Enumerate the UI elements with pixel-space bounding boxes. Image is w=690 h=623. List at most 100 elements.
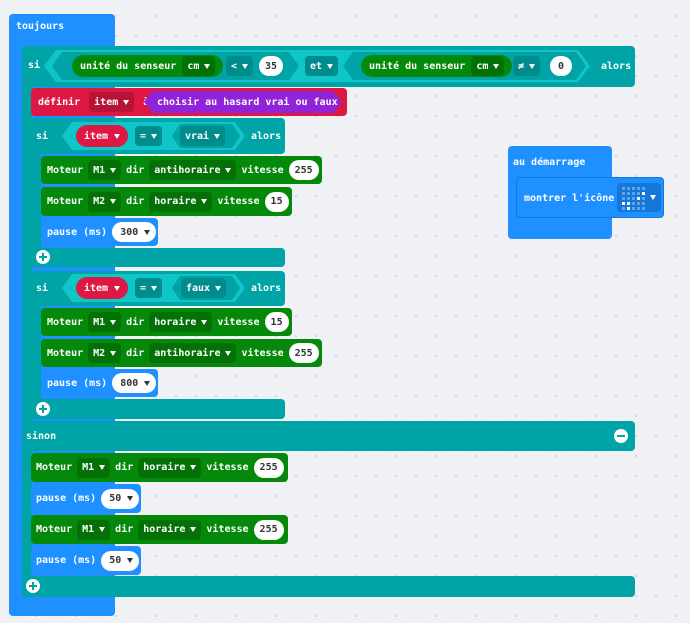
motor-dropdown[interactable]: M1 <box>88 160 122 180</box>
speed-label: vitesse <box>206 462 249 473</box>
direction-dropdown[interactable]: horaire <box>138 457 202 478</box>
direction-value: horaire <box>143 524 186 535</box>
speed-label: vitesse <box>241 347 284 359</box>
motor-block[interactable]: Moteur M1 dir antihoraire vitesse 255 <box>41 156 322 184</box>
motor-block[interactable]: Moteur M2 dir horaire vitesse 15 <box>41 187 292 216</box>
remove-else-icon[interactable] <box>614 429 628 443</box>
if-false-footer <box>31 399 285 419</box>
speed-label: vitesse <box>241 164 284 176</box>
motor-block[interactable]: Moteur M2 dir antihoraire vitesse 255 <box>41 339 322 367</box>
add-elseif-button[interactable] <box>26 579 40 593</box>
else-bar[interactable]: sinon <box>22 421 635 451</box>
pause-block[interactable]: pause (ms) 800 <box>41 369 158 397</box>
motor-dropdown[interactable]: M1 <box>88 312 122 332</box>
unit-value: cm <box>187 60 200 72</box>
chevron-down-icon <box>99 527 106 532</box>
add-else-button[interactable] <box>36 402 50 416</box>
sensor-label: unité du senseur <box>369 60 466 72</box>
chevron-down-icon <box>127 558 134 563</box>
if-block-footer <box>22 576 635 597</box>
number-input[interactable]: 35 <box>259 56 284 76</box>
chevron-down-icon <box>110 350 117 356</box>
set-keyword: définir <box>38 96 81 108</box>
variable-item[interactable]: item <box>76 125 129 147</box>
operator-dropdown[interactable]: < <box>226 56 254 76</box>
chevron-down-icon <box>110 199 117 204</box>
operator-dropdown[interactable]: ≠ <box>513 56 541 76</box>
operator-value: < <box>231 60 238 72</box>
speed-input[interactable]: 255 <box>288 160 319 180</box>
chevron-down-icon <box>99 465 106 470</box>
direction-dropdown[interactable]: horaire <box>149 312 213 332</box>
pause-duration-dropdown[interactable]: 50 <box>101 550 140 571</box>
motor-dropdown[interactable]: M1 <box>77 519 111 540</box>
unit-dropdown[interactable]: cm <box>471 56 505 76</box>
show-icon-block[interactable]: montrer l'icône <box>516 177 664 218</box>
direction-dropdown[interactable]: horaire <box>149 191 213 212</box>
motor-value: M1 <box>82 462 95 473</box>
pause-value: 50 <box>109 493 122 504</box>
pause-duration-dropdown[interactable]: 50 <box>101 488 140 509</box>
speed-input[interactable]: 255 <box>253 519 284 540</box>
logic-dropdown[interactable]: et <box>305 56 339 76</box>
else-keyword: sinon <box>26 431 57 442</box>
operator-value: = <box>140 282 147 294</box>
motor-block[interactable]: Moteur M1 dir horaire vitesse 255 <box>31 453 288 482</box>
motor-label: Moteur <box>47 164 84 176</box>
chevron-down-icon <box>151 133 158 139</box>
unit-dropdown[interactable]: cm <box>182 56 216 76</box>
boolean-dropdown[interactable]: vrai <box>180 126 226 146</box>
variable-name: item <box>94 96 119 108</box>
speed-input[interactable]: 15 <box>264 312 289 332</box>
motor-label: Moteur <box>47 196 84 207</box>
speed-input[interactable]: 255 <box>253 457 284 478</box>
direction-dropdown[interactable]: antihoraire <box>149 160 237 180</box>
sensor-block-2[interactable]: unité du senseur cm <box>361 55 513 77</box>
pick-random-label: choisir au hasard vrai ou faux <box>157 96 338 108</box>
direction-dropdown[interactable]: horaire <box>138 519 202 540</box>
motor-label: Moteur <box>36 462 73 473</box>
if-keyword: si <box>28 60 41 71</box>
boolean-value: vrai <box>185 130 210 142</box>
pause-block[interactable]: pause (ms) 50 <box>31 484 141 513</box>
pause-duration-dropdown[interactable]: 800 <box>112 373 157 393</box>
direction-dropdown[interactable]: antihoraire <box>149 343 237 363</box>
pause-duration-dropdown[interactable]: 300 <box>112 222 157 242</box>
variable-dropdown[interactable]: item <box>89 92 135 112</box>
chevron-down-icon <box>144 229 151 235</box>
pick-random-boolean-block[interactable]: choisir au hasard vrai ou faux <box>144 91 342 113</box>
speed-input[interactable]: 15 <box>264 191 289 212</box>
motor-label: Moteur <box>47 316 84 328</box>
operator-dropdown[interactable]: = <box>135 278 163 298</box>
plus-icon <box>26 579 40 593</box>
speed-input[interactable]: 255 <box>288 343 319 363</box>
motor-dropdown[interactable]: M2 <box>88 191 122 212</box>
variable-item[interactable]: item <box>76 277 129 299</box>
icon-picker-dropdown[interactable] <box>617 183 661 212</box>
sensor-block-1[interactable]: unité du senseur cm <box>72 55 224 77</box>
add-else-button[interactable] <box>36 250 50 264</box>
yes-check-icon <box>622 187 645 210</box>
motor-dropdown[interactable]: M1 <box>77 457 111 478</box>
pause-block[interactable]: pause (ms) 50 <box>31 546 141 575</box>
number-input[interactable]: 0 <box>550 56 572 76</box>
chevron-down-icon <box>110 167 117 173</box>
pause-label: pause (ms) <box>47 377 108 389</box>
if-keyword: si <box>36 131 49 142</box>
pause-block[interactable]: pause (ms) 300 <box>41 218 158 246</box>
chevron-down-icon <box>327 63 334 69</box>
motor-dropdown[interactable]: M2 <box>88 343 122 363</box>
dir-label: dir <box>126 347 145 359</box>
plus-icon <box>36 402 50 416</box>
motor-block[interactable]: Moteur M1 dir horaire vitesse 15 <box>41 308 292 336</box>
direction-value: antihoraire <box>154 164 221 176</box>
pause-value: 800 <box>120 377 139 389</box>
operator-value: = <box>140 130 147 142</box>
operator-value: ≠ <box>518 60 525 72</box>
pause-label: pause (ms) <box>36 555 97 566</box>
operator-dropdown[interactable]: = <box>135 126 163 146</box>
boolean-dropdown[interactable]: faux <box>181 278 227 298</box>
show-icon-label: montrer l'icône <box>524 193 615 204</box>
motor-block[interactable]: Moteur M1 dir horaire vitesse 255 <box>31 515 288 544</box>
motor-value: M1 <box>93 164 106 176</box>
